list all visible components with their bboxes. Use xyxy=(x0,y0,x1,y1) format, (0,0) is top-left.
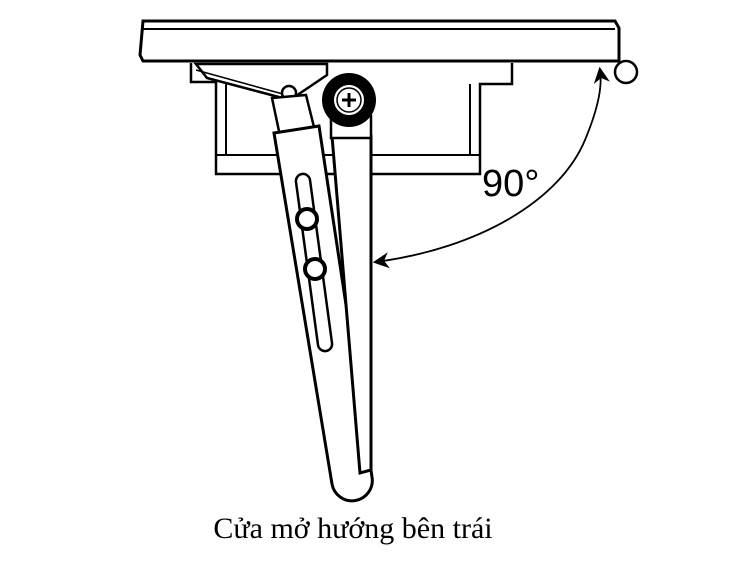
hinge-knob xyxy=(613,59,639,85)
angle-label: 90° xyxy=(482,163,539,205)
door-frame xyxy=(138,19,621,63)
caption: Cửa mở hướng bên trái xyxy=(213,512,493,545)
left-adjustable-arm xyxy=(270,93,374,503)
adjustment-screw-lower xyxy=(303,257,327,281)
opening-angle-arc xyxy=(372,66,610,269)
plus-screw-icon xyxy=(342,93,356,107)
adjustment-screw-upper xyxy=(295,207,319,231)
